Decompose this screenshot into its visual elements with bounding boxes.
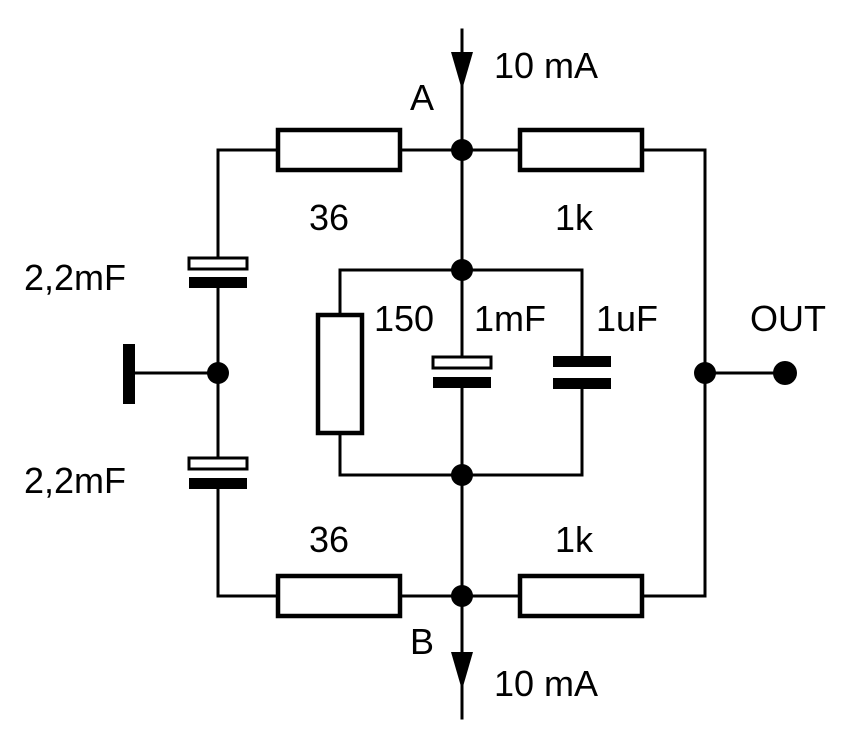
- junction-a: [451, 139, 473, 161]
- label-c-left-top: 2,2mF: [24, 257, 126, 298]
- resistor-top-right: [517, 127, 645, 173]
- label-r-top-right: 1k: [555, 197, 594, 238]
- label-output: OUT: [750, 298, 826, 339]
- label-r-bottom-left: 36: [309, 519, 349, 560]
- label-current-in: 10 mA: [494, 45, 598, 86]
- capacitor-middle-small: [553, 356, 611, 389]
- capacitor-left-bottom: [187, 456, 249, 489]
- junction-left: [207, 362, 229, 384]
- current-out-arrow: [451, 652, 473, 690]
- label-node-a: A: [410, 77, 434, 118]
- resistor-bottom-right: [517, 573, 645, 619]
- label-current-out: 10 mA: [494, 663, 598, 704]
- junction-b: [451, 585, 473, 607]
- resistor-top-left: [275, 127, 403, 173]
- label-c-middle-small: 1uF: [596, 298, 658, 339]
- label-r-top-left: 36: [309, 197, 349, 238]
- label-r-middle: 150: [374, 298, 434, 339]
- label-r-bottom-right: 1k: [555, 519, 594, 560]
- label-node-b: B: [410, 621, 434, 662]
- label-c-middle-electrolytic: 1mF: [474, 298, 546, 339]
- junction-inner-bottom: [451, 464, 473, 486]
- ground-icon: [123, 344, 135, 404]
- junction-inner-top: [451, 259, 473, 281]
- capacitor-middle-electrolytic: [431, 355, 493, 388]
- current-in-arrow: [451, 52, 473, 90]
- junction-right: [694, 362, 716, 384]
- output-terminal: [773, 361, 797, 385]
- label-c-left-bottom: 2,2mF: [24, 460, 126, 501]
- resistor-bottom-left: [275, 573, 403, 619]
- resistor-middle: [315, 312, 365, 436]
- capacitor-left-top: [187, 256, 249, 288]
